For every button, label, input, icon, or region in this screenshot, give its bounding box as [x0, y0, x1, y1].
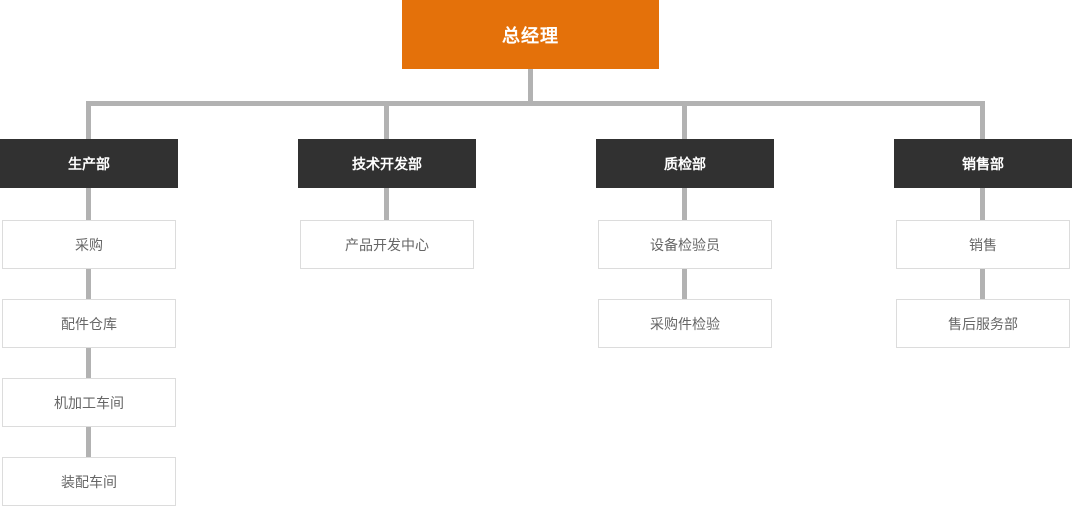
root-node-label: 总经理 [502, 25, 559, 46]
root-node-general-manager: 总经理 [402, 0, 659, 69]
dept-node-label: 技术开发部 [352, 155, 422, 172]
dept-node-label: 生产部 [68, 155, 110, 172]
child-node-label: 采购 [75, 236, 103, 253]
child-node-after-sales-service: 售后服务部 [896, 299, 1070, 348]
connector-line [682, 106, 687, 139]
dept-node-production: 生产部 [0, 139, 178, 188]
connector-line [980, 188, 985, 220]
child-node-machining-workshop: 机加工车间 [2, 378, 176, 427]
child-node-assembly-workshop: 装配车间 [2, 457, 176, 506]
child-node-label: 销售 [969, 236, 997, 253]
child-node-parts-warehouse: 配件仓库 [2, 299, 176, 348]
connector-line [384, 188, 389, 220]
child-node-purchased-parts-inspection: 采购件检验 [598, 299, 772, 348]
connector-line [980, 106, 985, 139]
child-node-procurement: 采购 [2, 220, 176, 269]
child-node-label: 设备检验员 [650, 236, 720, 253]
connector-line [86, 106, 91, 139]
connector-line [86, 348, 91, 378]
connector-line [384, 106, 389, 139]
child-node-label: 产品开发中心 [345, 236, 429, 253]
child-node-product-dev-center: 产品开发中心 [300, 220, 474, 269]
child-node-label: 采购件检验 [650, 315, 720, 332]
child-node-label: 配件仓库 [61, 315, 117, 332]
dept-node-label: 销售部 [962, 155, 1004, 172]
connector-line [682, 188, 687, 220]
child-node-label: 装配车间 [61, 473, 117, 490]
child-node-equipment-inspector: 设备检验员 [598, 220, 772, 269]
connector-line [528, 69, 533, 101]
connector-line [86, 101, 985, 106]
dept-node-label: 质检部 [664, 155, 706, 172]
dept-node-tech-development: 技术开发部 [298, 139, 476, 188]
connector-line [980, 269, 985, 299]
child-node-sales: 销售 [896, 220, 1070, 269]
connector-line [86, 427, 91, 457]
connector-line [86, 188, 91, 220]
child-node-label: 售后服务部 [948, 315, 1018, 332]
connector-line [682, 269, 687, 299]
child-node-label: 机加工车间 [54, 394, 124, 411]
connector-line [86, 269, 91, 299]
dept-node-quality-inspection: 质检部 [596, 139, 774, 188]
dept-node-sales: 销售部 [894, 139, 1072, 188]
